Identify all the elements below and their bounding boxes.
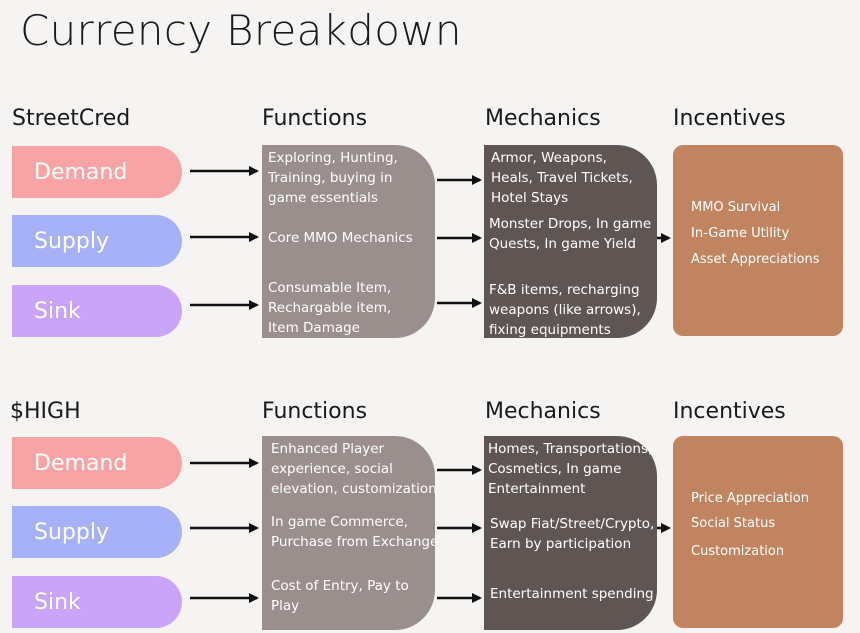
mechanic-demand-text: Homes, Transportations, Cosmetics, In ga… xyxy=(488,441,653,497)
mechanic-supply-text: Monster Drops, In game Quests, In game Y… xyxy=(489,216,652,252)
incentive-item: Social Status xyxy=(691,516,776,531)
demand-tag: Demand xyxy=(12,146,182,198)
function-demand-text: Exploring, Hunting, Training, buying in … xyxy=(268,150,398,206)
sink-tag: Sink xyxy=(12,576,182,628)
mechanics-panel xyxy=(484,145,657,338)
function-demand-text: Enhanced Player experience, social eleva… xyxy=(271,441,437,497)
mechanic-supply-text: Swap Fiat/Street/Crypto, Earn by partici… xyxy=(490,516,655,552)
column-header-functions: Functions xyxy=(262,106,368,131)
functions-panel xyxy=(262,436,435,630)
section-label: StreetCred xyxy=(12,106,131,131)
function-sink-text: Consumable Item, Rechargable item, Item … xyxy=(268,280,392,336)
column-header-mechanics: Mechanics xyxy=(485,399,601,424)
function-supply-text: In game Commerce, Purchase from Exchange xyxy=(271,514,439,550)
incentive-item: Price Appreciation xyxy=(691,491,809,506)
sink-label: Sink xyxy=(34,298,81,324)
section-label: $HIGH xyxy=(10,399,81,424)
mechanic-sink-text: F&B items, recharging weapons (like arro… xyxy=(489,282,641,338)
mechanic-sink-text: Entertainment spending xyxy=(490,586,654,602)
sink-label: Sink xyxy=(34,589,81,615)
incentive-item: Asset Appreciations xyxy=(691,252,820,267)
incentive-item: In-Game Utility xyxy=(691,226,790,241)
supply-label: Supply xyxy=(34,228,109,254)
supply-tag: Supply xyxy=(12,215,182,267)
mechanics-panel xyxy=(484,436,657,630)
functions-panel xyxy=(262,145,435,338)
page-title: Currency Breakdown xyxy=(20,6,462,55)
column-header-incentives: Incentives xyxy=(673,106,786,131)
incentives-panel xyxy=(673,436,843,628)
demand-label: Demand xyxy=(34,450,128,476)
incentive-item: Customization xyxy=(691,544,785,559)
function-sink-text: Cost of Entry, Pay to Play xyxy=(271,578,409,614)
demand-label: Demand xyxy=(34,159,128,185)
sink-tag: Sink xyxy=(12,285,182,337)
incentive-item: MMO Survival xyxy=(691,200,781,215)
function-supply-text: Core MMO Mechanics xyxy=(268,230,413,246)
supply-tag: Supply xyxy=(12,506,182,558)
column-header-functions: Functions xyxy=(262,399,368,424)
incentives-panel xyxy=(673,145,843,336)
demand-tag: Demand xyxy=(12,437,182,489)
mechanic-demand-text: Armor, Weapons, Heals, Travel Tickets, H… xyxy=(491,150,633,206)
column-header-mechanics: Mechanics xyxy=(485,106,601,131)
column-header-incentives: Incentives xyxy=(673,399,786,424)
supply-label: Supply xyxy=(34,519,109,545)
